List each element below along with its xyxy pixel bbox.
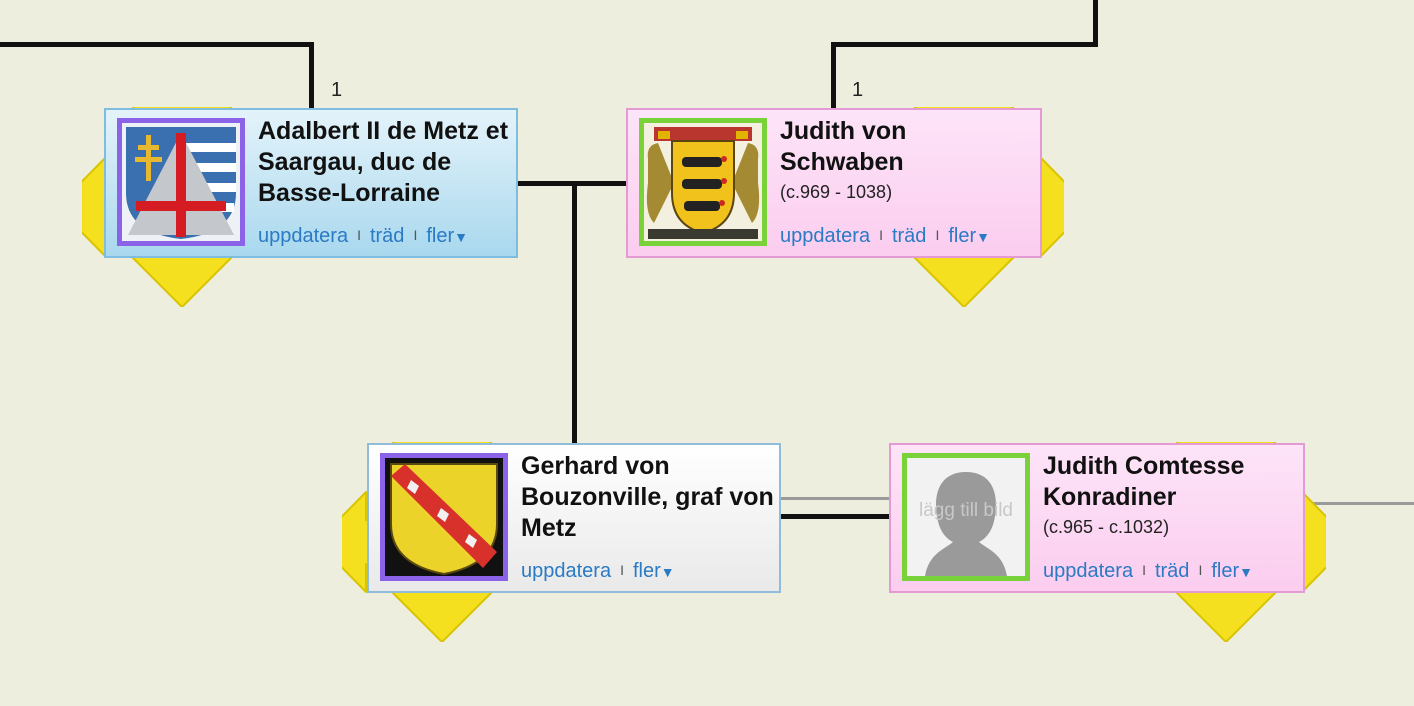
more-link[interactable]: fler▼ xyxy=(426,225,468,247)
connector-line xyxy=(1093,0,1098,47)
connector-line xyxy=(309,42,314,110)
link-separator: I xyxy=(357,227,361,243)
more-link[interactable]: fler▼ xyxy=(1211,560,1253,582)
more-link-label: fler xyxy=(948,225,977,247)
tree-link[interactable]: träd xyxy=(891,225,927,247)
coat-of-arms-icon xyxy=(385,458,503,576)
add-photo-label: lägg till bild xyxy=(919,500,1013,521)
caret-down-icon: ▼ xyxy=(1239,564,1253,580)
update-link[interactable]: uppdatera xyxy=(1043,560,1134,582)
person-name[interactable]: Adalbert II de Metz et Saargau, duc de B… xyxy=(258,117,509,207)
update-link[interactable]: uppdatera xyxy=(780,225,871,247)
caret-down-icon: ▼ xyxy=(660,564,675,580)
tree-link[interactable]: träd xyxy=(369,225,405,247)
silhouette-icon xyxy=(907,458,1025,576)
person-card-adalbert[interactable]: Adalbert II de Metz et Saargau, duc de B… xyxy=(104,108,518,258)
link-separator: I xyxy=(413,227,418,243)
spouse-line xyxy=(780,514,892,519)
person-photo[interactable] xyxy=(380,453,508,581)
link-separator: I xyxy=(935,227,940,243)
person-card-judith-schwaben[interactable]: Judith von Schwaben (c.969 - 1038) uppda… xyxy=(626,108,1042,258)
caret-down-icon: ▼ xyxy=(454,229,468,245)
connector-line xyxy=(831,42,1098,47)
link-separator: I xyxy=(1198,562,1203,578)
person-photo[interactable] xyxy=(117,118,245,246)
update-link[interactable]: uppdatera xyxy=(258,225,349,247)
link-separator: I xyxy=(879,227,883,243)
person-name[interactable]: Judith Comtesse Konradiner xyxy=(1043,452,1245,511)
person-name[interactable]: Judith von Schwaben xyxy=(780,117,907,176)
coat-of-arms-icon xyxy=(122,123,240,241)
person-dates: (c.965 - c.1032) xyxy=(1043,517,1170,537)
link-separator: I xyxy=(620,562,624,578)
connector-line xyxy=(0,42,314,47)
child-count: 1 xyxy=(331,79,343,101)
more-link-label: fler xyxy=(426,225,455,247)
caret-down-icon: ▼ xyxy=(976,229,990,245)
person-dates: (c.969 - 1038) xyxy=(780,182,893,202)
update-link[interactable]: uppdatera xyxy=(521,560,612,582)
person-name[interactable]: Gerhard von Bouzonville, graf von Metz xyxy=(521,452,774,542)
more-link-label: fler xyxy=(632,560,661,582)
more-link-label: fler xyxy=(1211,560,1240,582)
coat-of-arms-icon xyxy=(644,123,762,241)
tree-link[interactable]: träd xyxy=(1154,560,1190,582)
link-separator: I xyxy=(1142,562,1146,578)
child-line xyxy=(572,181,577,445)
person-card-judith-konradiner[interactable]: lägg till bild Judith Comtesse Konradine… xyxy=(889,443,1305,593)
more-link[interactable]: fler▼ xyxy=(948,225,990,247)
add-photo-button[interactable]: lägg till bild xyxy=(902,453,1030,581)
spouse-line xyxy=(780,497,892,500)
connector-line xyxy=(831,42,836,110)
person-card-gerhard[interactable]: Gerhard von Bouzonville, graf von Metz u… xyxy=(367,443,781,593)
person-photo[interactable] xyxy=(639,118,767,246)
more-link[interactable]: fler▼ xyxy=(633,560,675,582)
child-count: 1 xyxy=(852,79,864,101)
spouse-line xyxy=(1302,502,1414,505)
